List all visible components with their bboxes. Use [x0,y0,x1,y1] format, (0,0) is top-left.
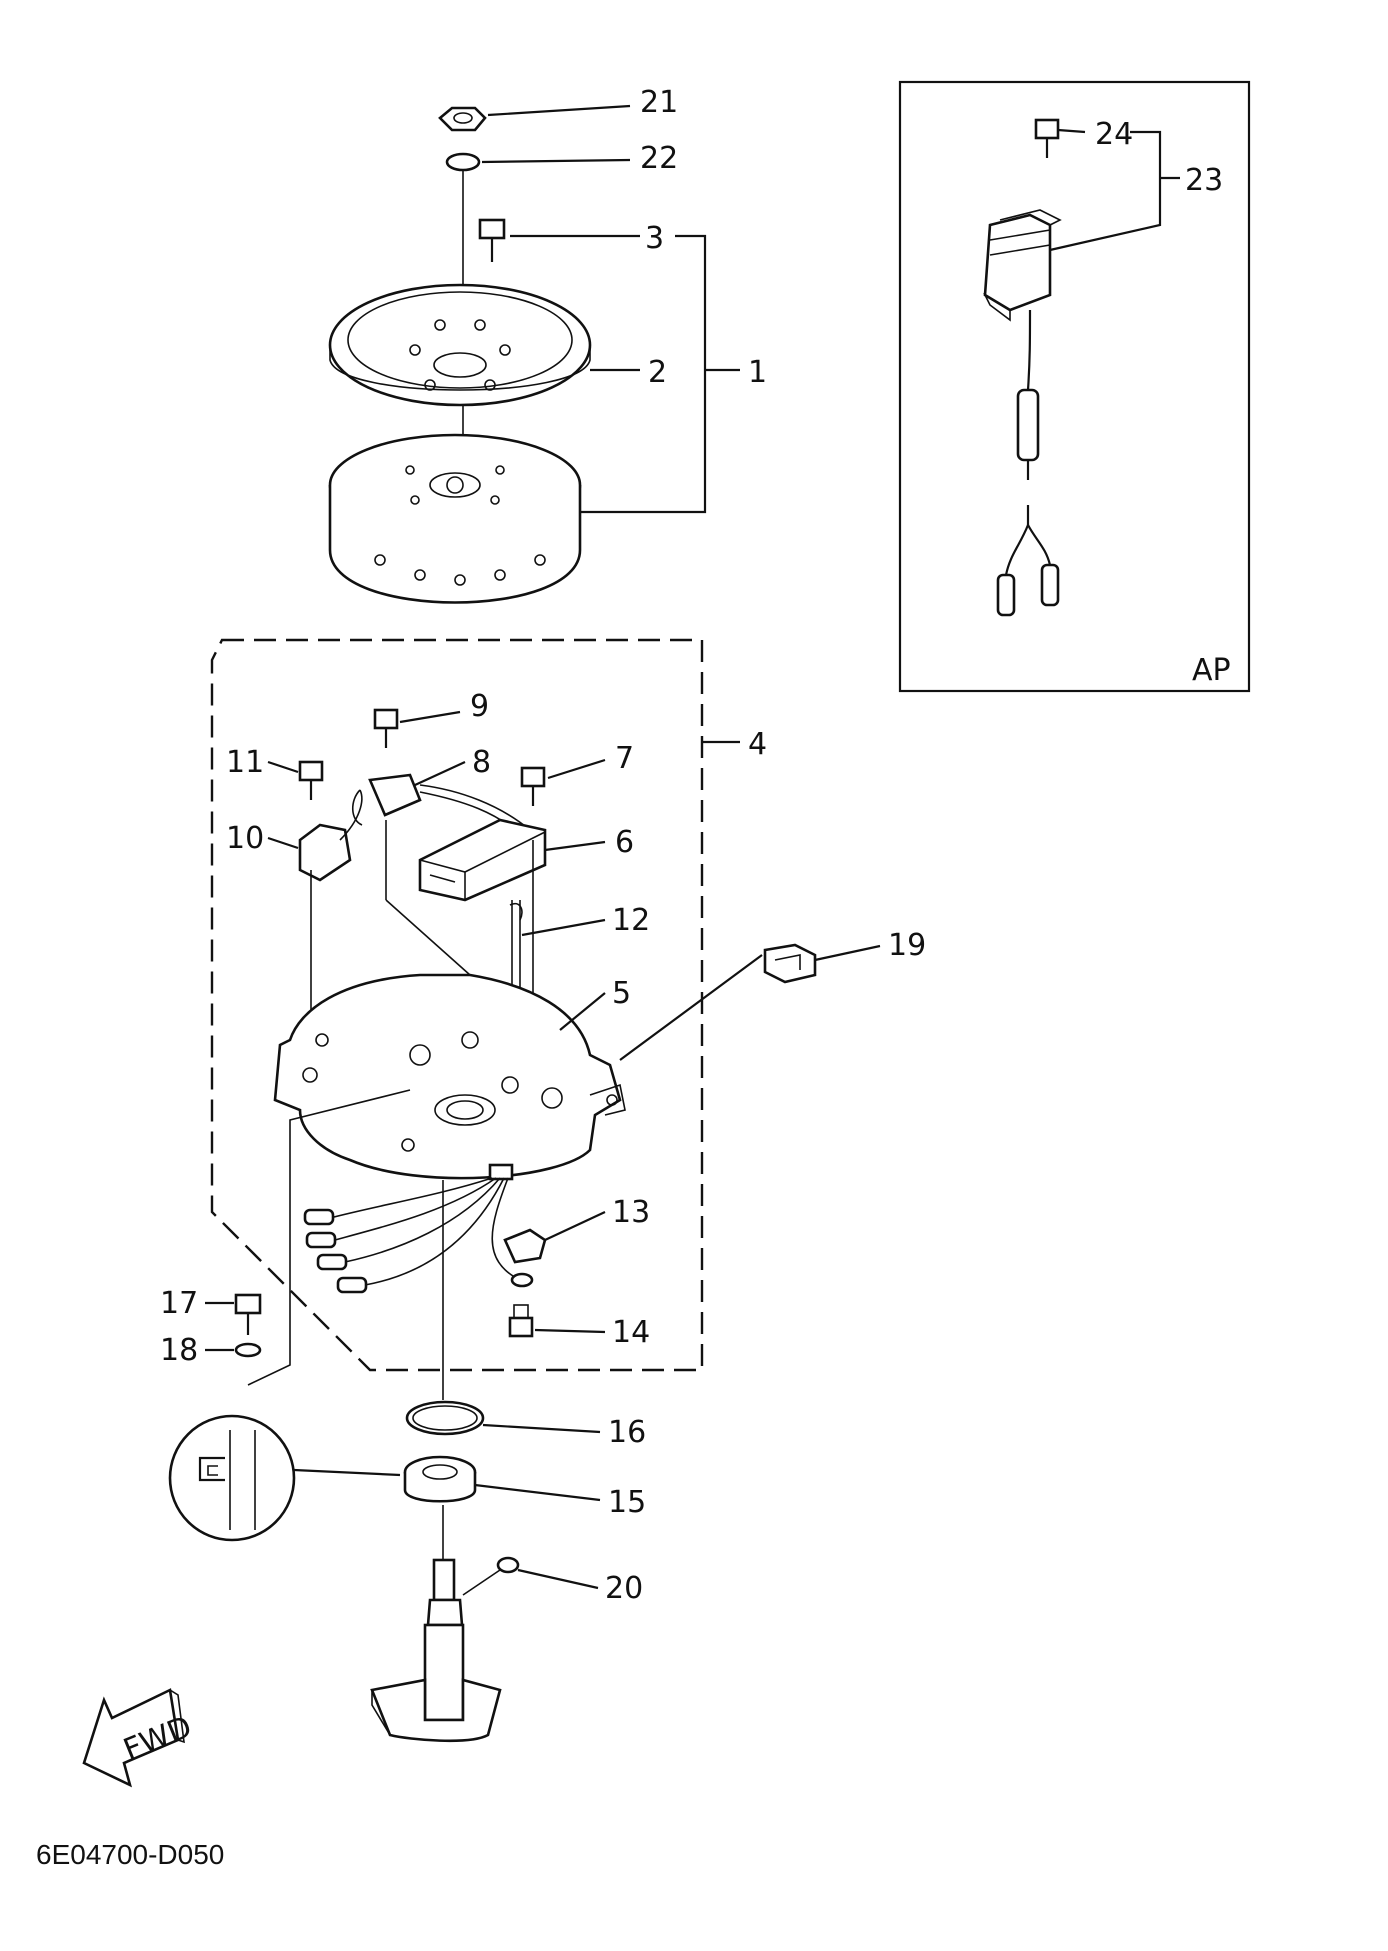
callout-24: 24 [1095,117,1133,152]
inset-label: AP [1192,653,1231,688]
bolt-7 [520,766,546,806]
callout-18: 18 [160,1333,198,1368]
wire-harness [303,1163,521,1294]
callout-16: 16 [608,1415,646,1450]
callout-1: 1 [748,355,767,390]
bracket-10 [298,789,363,882]
stator-assembly-boundary [210,638,704,1372]
callout-19: 19 [888,928,926,963]
oil-seal-15 [403,1455,477,1503]
diagram-code: 6E04700-D050 [36,1839,224,1870]
seal-detail-view [168,1414,296,1542]
fwd-arrow-icon: FWD [82,1688,197,1788]
callout-3: 3 [645,221,664,256]
nut-21 [438,106,487,132]
callout-21: 21 [640,85,678,120]
callout-7: 7 [615,741,634,776]
o-ring-16 [405,1400,485,1436]
cap-19 [763,943,817,984]
pulser-coil-8 [351,773,531,841]
callout-12: 12 [612,903,650,938]
callout-20: 20 [605,1571,643,1606]
callout-17: 17 [160,1286,198,1321]
callout-5: 5 [612,976,631,1011]
starter-pulley-2 [328,283,592,407]
callout-23: 23 [1185,163,1223,198]
clamp-13 [503,1228,547,1288]
bolt-9 [373,708,399,748]
inset-regulator-assembly [983,118,1062,617]
bolt-3 [478,218,506,262]
callout-13: 13 [612,1195,650,1230]
bolt-11 [298,760,324,800]
screw-14 [508,1304,534,1338]
callout-4: 4 [748,727,767,762]
callout-14: 14 [612,1315,650,1350]
stator-base-plate-5 [273,973,626,1180]
crankshaft [370,1558,502,1743]
callout-22: 22 [640,141,678,176]
bolt-17 [234,1293,262,1335]
callout-2: 2 [648,355,667,390]
callout-6: 6 [615,825,634,860]
washer-18 [234,1342,262,1358]
washer-22 [445,152,481,172]
callout-8: 8 [472,745,491,780]
woodruff-key-20 [496,1556,520,1574]
inset-frame [898,80,1251,693]
callout-10: 10 [226,821,264,856]
callout-9: 9 [470,689,489,724]
charge-coil-6 [418,818,547,902]
callout-15: 15 [608,1485,646,1520]
flywheel [328,433,582,604]
callout-11: 11 [226,745,264,780]
